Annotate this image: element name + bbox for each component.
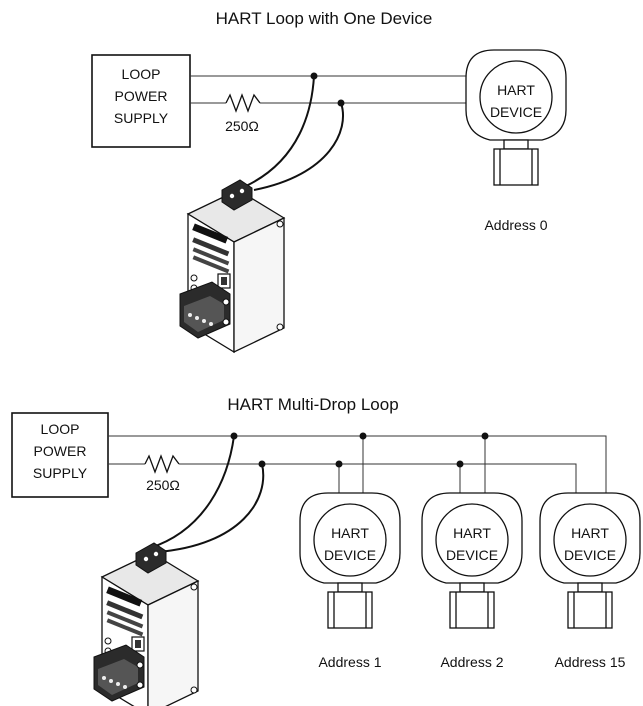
- resistor-250-ohm: [225, 93, 261, 113]
- hart-modem-device: [179, 179, 285, 353]
- supply-label-line3: SUPPLY: [33, 465, 88, 481]
- resistor-label: 250Ω: [225, 118, 259, 134]
- device-label-line1: HART: [497, 82, 535, 98]
- modem-cable: [149, 435, 235, 549]
- resistor-250-ohm: [144, 454, 180, 474]
- resistor-label: 250Ω: [146, 477, 180, 493]
- single-device-diagram: HART Loop with One Device LOOP POWER SUP…: [91, 9, 567, 353]
- device-address-label: Address 0: [484, 217, 547, 233]
- loop-power-supply-box: [11, 412, 109, 498]
- supply-label-line1: LOOP: [122, 66, 161, 82]
- loop-power-supply-box: [91, 54, 191, 148]
- diagram1-title: HART Loop with One Device: [216, 9, 433, 28]
- junction-dot: [335, 460, 343, 468]
- loop-wire-negative-2: [179, 463, 577, 493]
- device-1-label-line1: HART: [331, 525, 369, 541]
- diagram2-title: HART Multi-Drop Loop: [227, 395, 398, 414]
- device-15-label-line1: HART: [571, 525, 609, 541]
- supply-label-line2: POWER: [115, 88, 168, 104]
- device-15-address-label: Address 15: [555, 654, 626, 670]
- junction-dot: [456, 460, 464, 468]
- loop-wire-positive: [108, 435, 607, 493]
- modem-cable: [253, 102, 344, 191]
- device-2-label-line1: HART: [453, 525, 491, 541]
- modem-cable: [245, 75, 315, 187]
- junction-dot: [359, 432, 367, 440]
- device-1-address-label: Address 1: [318, 654, 381, 670]
- device-2-address-label: Address 2: [440, 654, 503, 670]
- supply-label-line3: SUPPLY: [114, 110, 169, 126]
- supply-label-line2: POWER: [34, 443, 87, 459]
- device-2-label-line2: DEVICE: [446, 547, 498, 563]
- device-label-line2: DEVICE: [490, 104, 542, 120]
- device-1-label-line2: DEVICE: [324, 547, 376, 563]
- device-15-label-line2: DEVICE: [564, 547, 616, 563]
- hart-modem-device: [93, 542, 199, 706]
- multidrop-diagram: HART Multi-Drop Loop LOOP POWER SUPPLY 2…: [11, 395, 641, 706]
- supply-label-line1: LOOP: [41, 421, 80, 437]
- modem-cable: [157, 463, 265, 553]
- junction-dot: [481, 432, 489, 440]
